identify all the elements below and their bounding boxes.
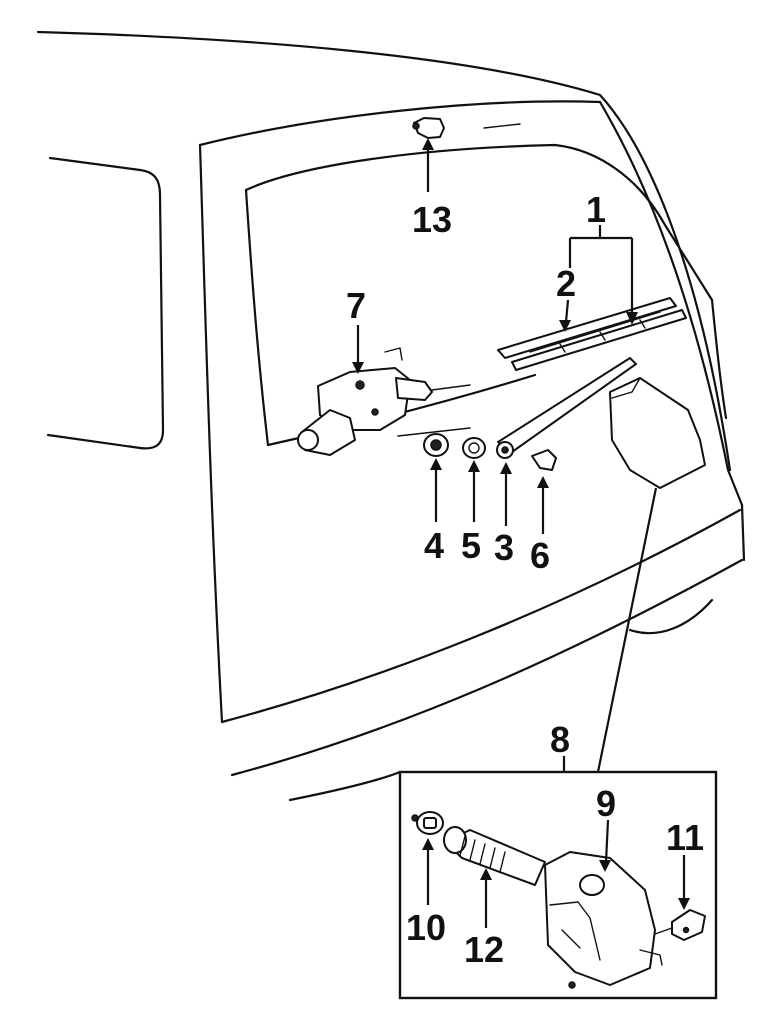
callout-10: 10 (406, 907, 446, 948)
washer-assembly-inset (398, 770, 718, 1000)
callout-4: 4 (424, 525, 444, 566)
wiper-motor-part (297, 347, 471, 456)
wiper-arm-part (496, 357, 637, 459)
callout-6: 6 (530, 535, 550, 576)
callout-13: 13 (412, 199, 452, 240)
callout-leaders (352, 138, 690, 928)
callout-labels: 13 1 2 7 4 5 3 6 8 9 11 10 12 (346, 189, 704, 970)
callout-3: 3 (494, 527, 514, 568)
callout-2: 2 (556, 263, 576, 304)
callout-7: 7 (346, 285, 366, 326)
grommet-part (423, 433, 449, 457)
callout-5: 5 (461, 525, 481, 566)
vehicle-body-outline (36, 30, 746, 802)
wiper-blade-part (497, 297, 687, 371)
washer-pump-part (654, 909, 706, 941)
callout-11: 11 (666, 817, 704, 858)
callout-8: 8 (550, 719, 570, 760)
washer-reservoir-mounted (609, 377, 706, 489)
washer-nozzle-part (412, 117, 445, 139)
washer-tank-part (544, 851, 663, 989)
filler-hose-part (443, 826, 546, 886)
callout-12: 12 (464, 929, 504, 970)
callout-9: 9 (596, 783, 616, 824)
nut-part (462, 437, 486, 459)
callout-1: 1 (586, 189, 606, 230)
reservoir-cap-part (411, 811, 444, 835)
wiper-clip-part (531, 449, 557, 471)
tube-leader-line (596, 487, 658, 773)
